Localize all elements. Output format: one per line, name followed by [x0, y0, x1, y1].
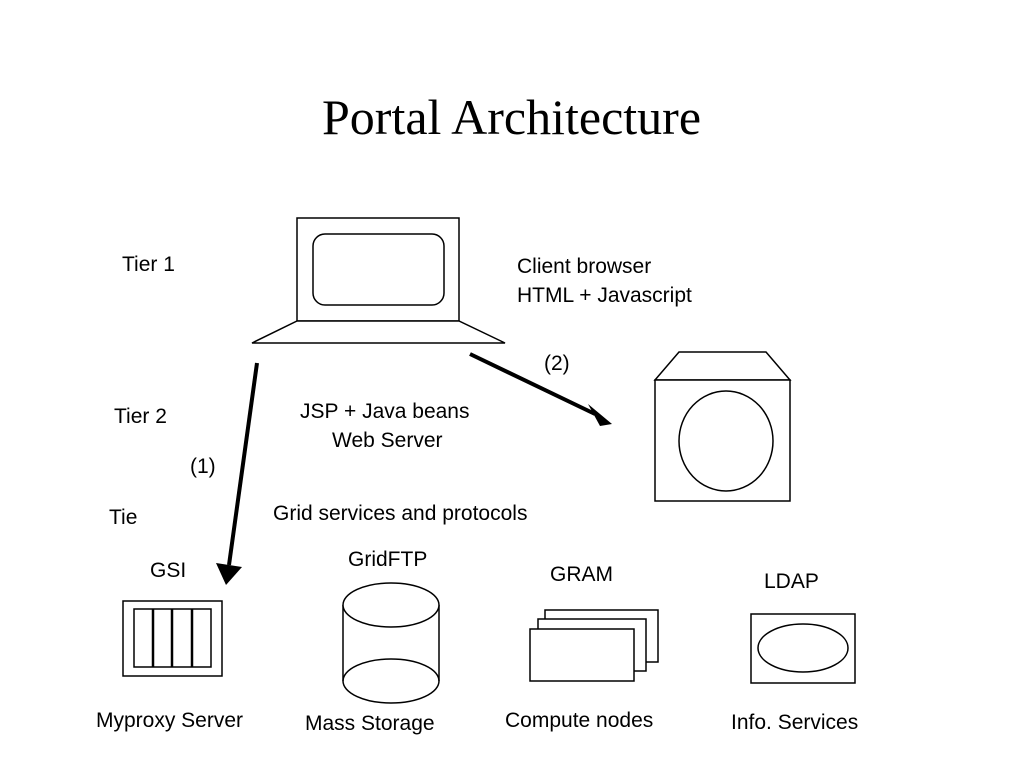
client-browser-label: Client browser — [517, 255, 652, 278]
web-server-label: Web Server — [332, 429, 443, 452]
ldap-label: LDAP — [764, 570, 819, 593]
arrow-1 — [216, 362, 259, 585]
compute-nodes-icon — [529, 609, 659, 682]
gridftp-label: GridFTP — [348, 548, 428, 571]
web-tech-label: JSP + Java beans — [300, 400, 470, 423]
tier2-label: Tier 2 — [114, 405, 167, 428]
mass-storage-icon — [342, 582, 440, 704]
laptop-icon — [251, 217, 506, 344]
gsi-label: GSI — [150, 559, 187, 582]
client-tech-label: HTML + Javascript — [517, 284, 692, 307]
gram-label: GRAM — [550, 563, 613, 586]
mass-storage-label: Mass Storage — [305, 712, 435, 735]
info-services-label: Info. Services — [731, 711, 859, 734]
web-server-icon — [653, 351, 792, 502]
grid-services-label: Grid services and protocols — [273, 502, 528, 525]
tier1-label: Tier 1 — [122, 253, 175, 276]
myproxy-server-icon — [122, 600, 223, 677]
arrow-2 — [469, 352, 612, 426]
compute-nodes-label: Compute nodes — [505, 709, 654, 732]
slide-title: Portal Architecture — [321, 89, 702, 145]
info-services-icon — [750, 613, 856, 684]
tier3-label: Tie — [109, 506, 138, 529]
arrow-2-label: (2) — [544, 352, 570, 375]
arrow-1-label: (1) — [190, 455, 216, 478]
myproxy-server-label: Myproxy Server — [96, 709, 244, 732]
